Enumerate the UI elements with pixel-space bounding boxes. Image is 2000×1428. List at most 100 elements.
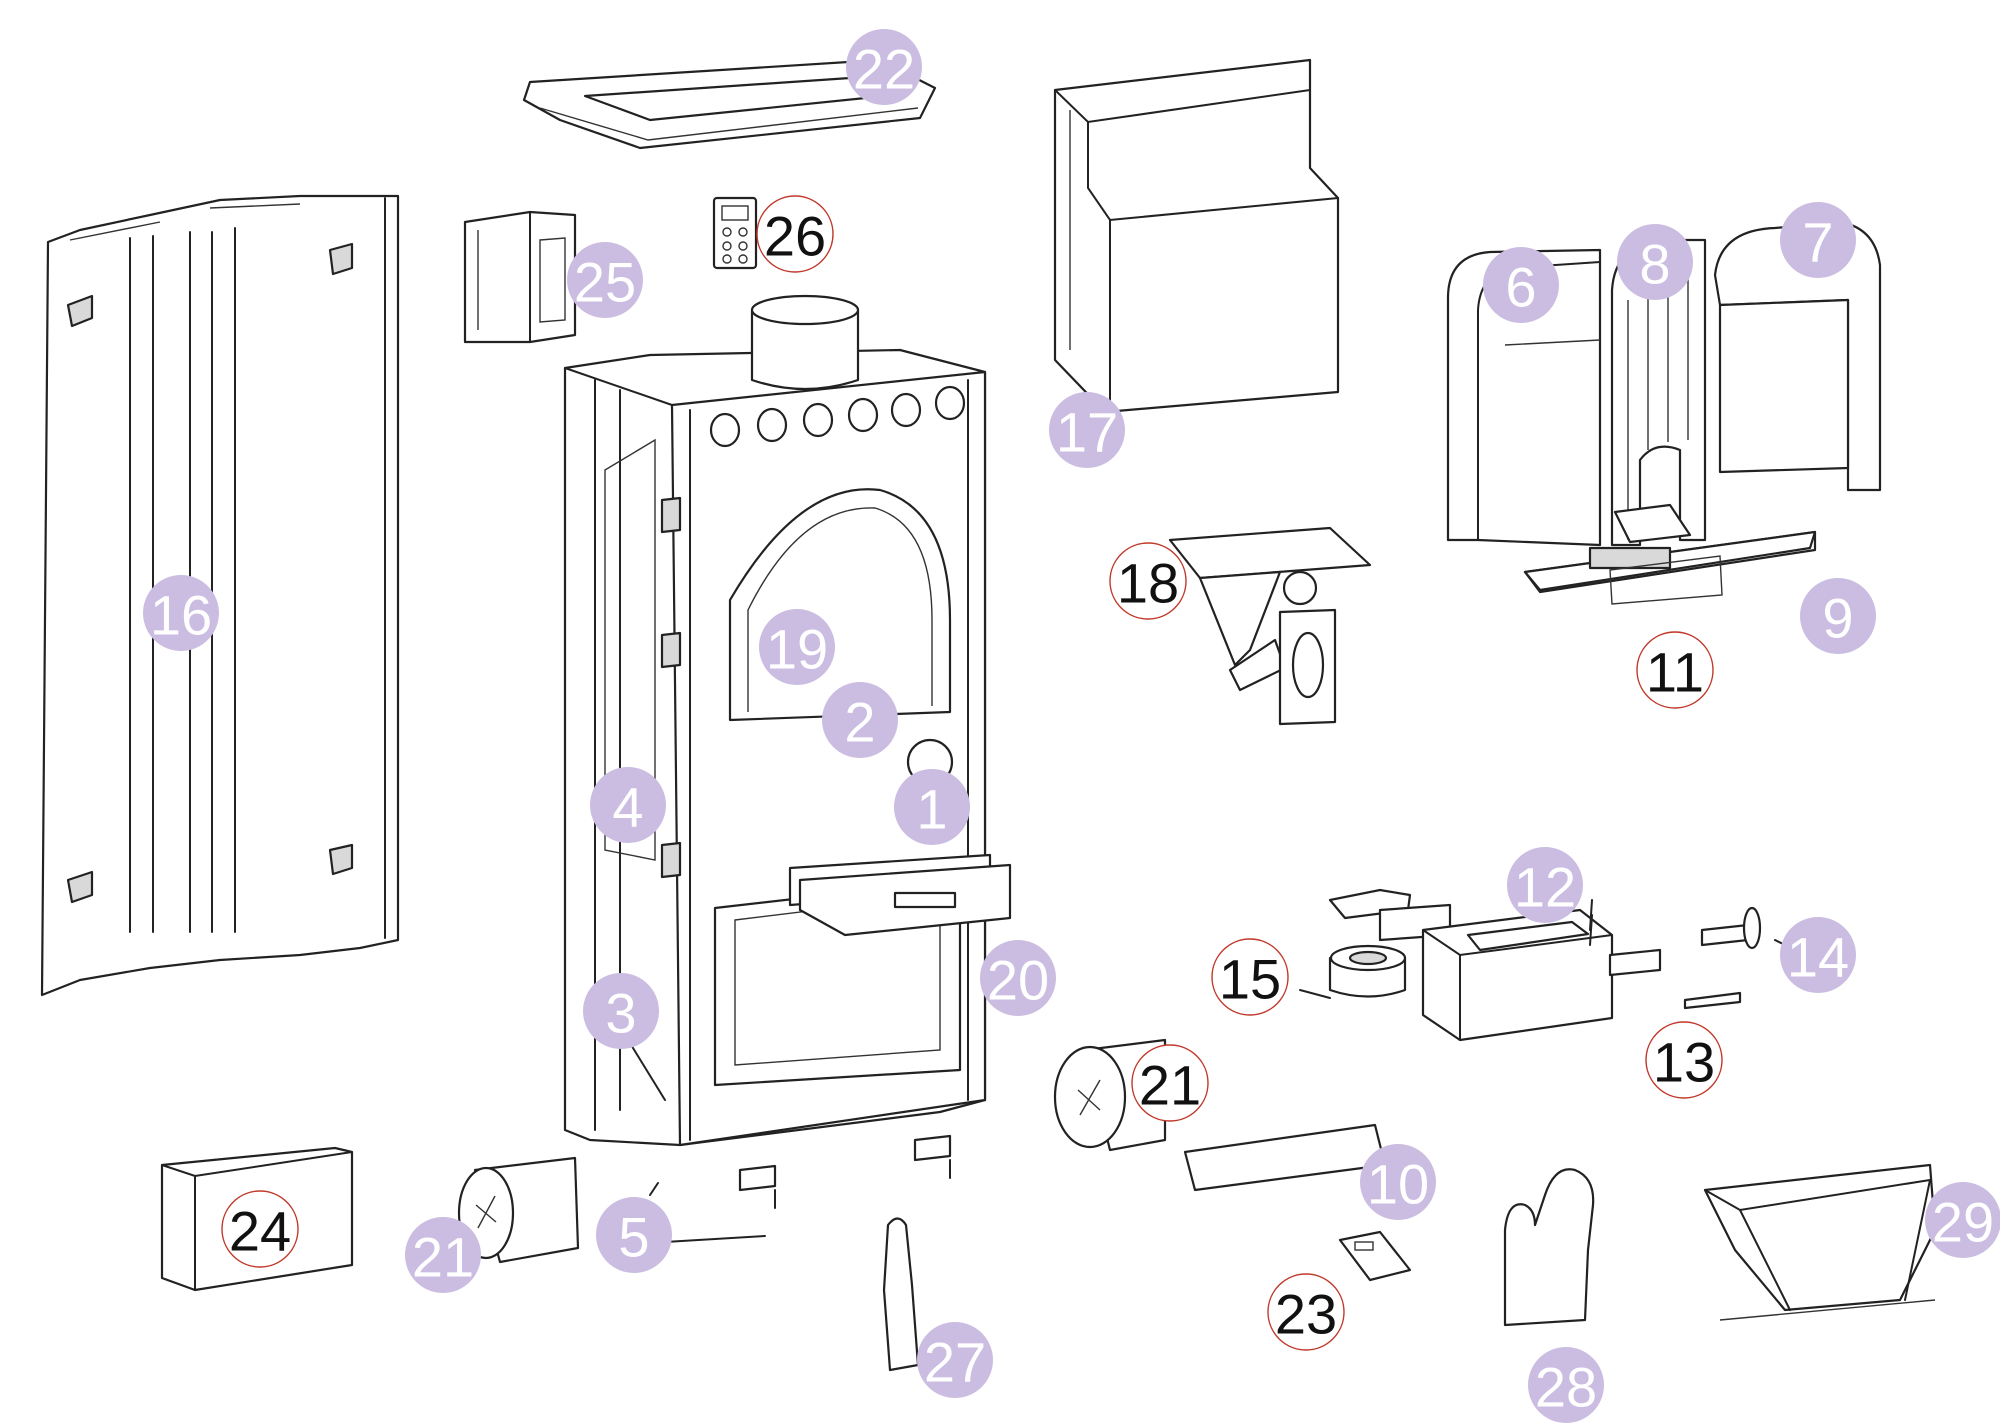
callout-circle (1645, 1021, 1723, 1099)
callout-number: 23 (1275, 1283, 1337, 1346)
callout-15-ring: 15 (1211, 938, 1289, 1016)
callout-number: 1 (916, 778, 947, 841)
callout-number: 12 (1514, 856, 1576, 919)
callout-number: 20 (987, 949, 1049, 1012)
callout-circle (596, 1197, 672, 1273)
callout-22: 22 (846, 29, 922, 105)
callout-number: 22 (853, 38, 915, 101)
callout-number: 4 (612, 776, 643, 839)
callout-number: 17 (1056, 401, 1118, 464)
part-wall-bracket (463, 210, 577, 344)
callout-circle (1617, 224, 1693, 300)
part-hopper (1053, 58, 1340, 414)
callout-circle (894, 769, 970, 845)
callout-29: 29 (1925, 1182, 2000, 1258)
part-glove (1503, 1168, 1595, 1327)
callout-number: 8 (1639, 233, 1670, 296)
callout-circle (1780, 917, 1856, 993)
callout-25: 25 (567, 242, 643, 318)
callout-26-ring: 26 (756, 195, 834, 273)
callout-5: 5 (596, 1197, 672, 1273)
callout-23-ring: 23 (1267, 1273, 1345, 1351)
callout-circle (143, 575, 219, 651)
callout-circle (1360, 1144, 1436, 1220)
callout-19: 19 (759, 609, 835, 685)
callout-17: 17 (1049, 392, 1125, 468)
callout-number: 19 (766, 618, 828, 681)
part-remote (1338, 1230, 1412, 1282)
callout-12: 12 (1507, 847, 1583, 923)
part-liner-right (1713, 220, 1882, 492)
part-top-frame (522, 58, 937, 150)
part-sleeve (1328, 944, 1407, 998)
callout-16: 16 (143, 575, 219, 651)
callout-circle (1925, 1182, 2000, 1258)
part-side-panel (40, 194, 400, 997)
callout-11-ring: 11 (1636, 631, 1714, 709)
callout-number: 9 (1822, 587, 1853, 650)
callout-circle (1211, 938, 1289, 1016)
callout-circle (1800, 578, 1876, 654)
part-deflector (1183, 1123, 1387, 1192)
callout-number: 7 (1802, 211, 1833, 274)
callout-circle (1267, 1273, 1345, 1351)
callout-4: 4 (590, 767, 666, 843)
callout-circle (1131, 1044, 1209, 1122)
callout-21-ring: 21 (1131, 1044, 1209, 1122)
callout-7: 7 (1780, 202, 1856, 278)
callout-1: 1 (894, 769, 970, 845)
callout-number: 26 (764, 205, 826, 268)
callout-circle (1528, 1347, 1604, 1423)
part-feed-auger (1168, 526, 1372, 726)
callout-number: 21 (1139, 1054, 1201, 1117)
callout-number: 21 (412, 1226, 474, 1289)
callout-8: 8 (1617, 224, 1693, 300)
callout-circle (1483, 247, 1559, 323)
callout-28: 28 (1528, 1347, 1604, 1423)
callout-circle (846, 29, 922, 105)
callout-number: 6 (1505, 256, 1536, 319)
callout-circle (1780, 202, 1856, 278)
callout-number: 29 (1932, 1191, 1994, 1254)
callout-number: 28 (1535, 1356, 1597, 1419)
callout-27: 27 (917, 1322, 993, 1398)
callout-21: 21 (405, 1217, 481, 1293)
part-burner-housing (1328, 888, 1662, 1042)
callout-circle (567, 242, 643, 318)
part-grate (1523, 503, 1817, 605)
callout-number: 25 (574, 251, 636, 314)
callout-number: 2 (844, 691, 875, 754)
callout-circle (1109, 542, 1187, 620)
callout-circle (221, 1190, 299, 1268)
callout-number: 11 (1646, 641, 1704, 704)
part-pins (649, 1182, 766, 1243)
part-rod (1683, 991, 1742, 1010)
callout-number: 3 (605, 982, 636, 1045)
callout-circle (583, 973, 659, 1049)
callout-number: 18 (1117, 552, 1179, 615)
callout-circle (1049, 392, 1125, 468)
callout-circle (917, 1322, 993, 1398)
callout-number: 27 (924, 1331, 986, 1394)
callout-circle (980, 940, 1056, 1016)
callout-24-ring: 24 (221, 1190, 299, 1268)
part-scraper (882, 1217, 920, 1372)
callout-10: 10 (1360, 1144, 1436, 1220)
callout-2: 2 (822, 682, 898, 758)
callout-circle (756, 195, 834, 273)
callout-number: 10 (1367, 1153, 1429, 1216)
callout-labels: 1234567891011121314151617181920212122232… (143, 29, 2000, 1423)
callout-20: 20 (980, 940, 1056, 1016)
callout-number: 16 (150, 584, 212, 647)
callout-13-ring: 13 (1645, 1021, 1723, 1099)
callout-circle (405, 1217, 481, 1293)
callout-circle (1636, 631, 1714, 709)
callout-circle (759, 609, 835, 685)
part-pin (1700, 906, 1762, 950)
callout-circle (590, 767, 666, 843)
callout-number: 24 (229, 1200, 291, 1263)
callout-circle (1507, 847, 1583, 923)
callout-18-ring: 18 (1109, 542, 1187, 620)
callout-9: 9 (1800, 578, 1876, 654)
